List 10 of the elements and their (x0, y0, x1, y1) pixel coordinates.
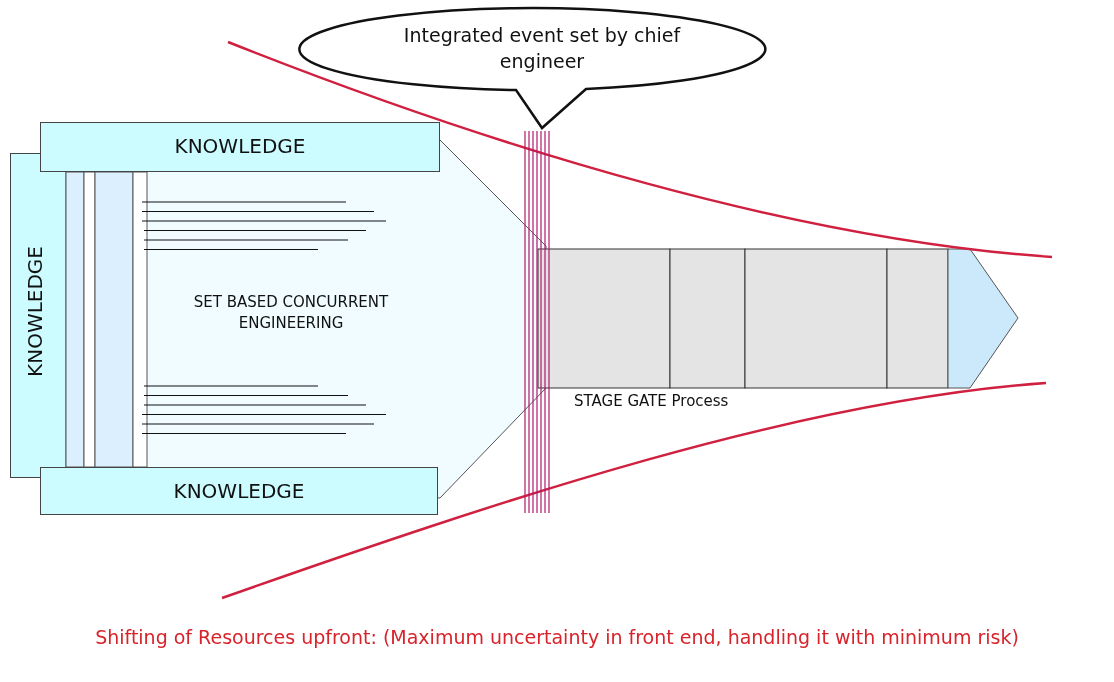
callout-text: Integrated event set by chief engineer (402, 23, 682, 74)
knowledge-bar (40, 467, 438, 515)
caption: Shifting of Resources upfront: (Maximum uncertainty in front end, handling it with minimum risk) (94, 625, 1020, 650)
knowledge-bar (10, 153, 68, 478)
knowledge-bar (40, 122, 440, 172)
bar-label: KNOWLEDGE (23, 246, 47, 377)
bar-label: KNOWLEDGE (173, 134, 307, 158)
funnel-label: SET BASED CONCURRENT ENGINEERING (192, 292, 390, 334)
bar-label: KNOWLEDGE (172, 479, 306, 503)
stage-gate-label: STAGE GATE Process (574, 392, 729, 410)
